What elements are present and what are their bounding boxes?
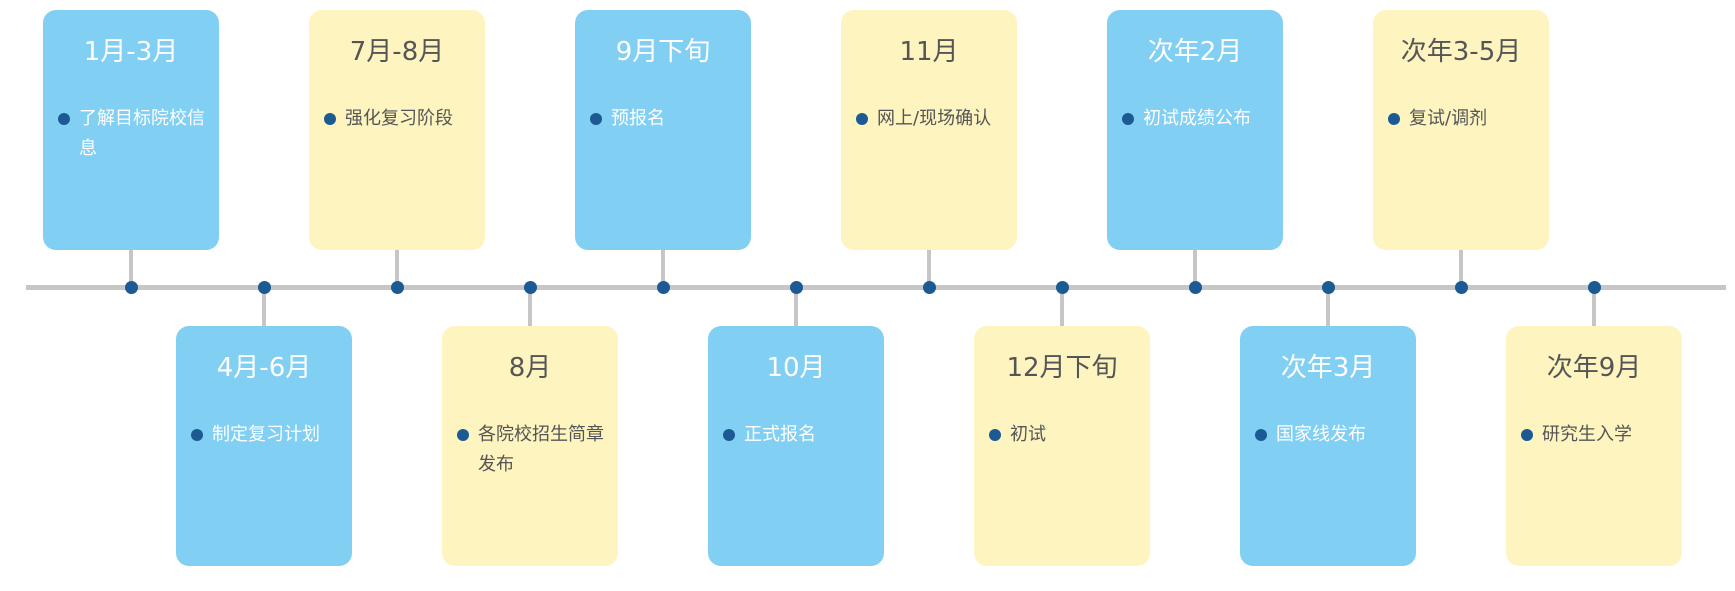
event-item: 复试/调剂 bbox=[1387, 104, 1541, 134]
timeline-axis bbox=[26, 285, 1726, 290]
event-item-text: 复试/调剂 bbox=[1409, 108, 1488, 129]
event-item-text: 初试成绩公布 bbox=[1143, 108, 1251, 129]
bullet-icon bbox=[1255, 429, 1267, 441]
bullet-icon bbox=[1521, 429, 1533, 441]
event-item: 初试 bbox=[988, 420, 1142, 450]
event-title: 9月下旬 bbox=[615, 37, 711, 67]
bullet-icon bbox=[590, 113, 602, 125]
timeline-dot bbox=[656, 280, 670, 294]
event-item: 预报名 bbox=[589, 104, 743, 134]
event-item: 初试成绩公布 bbox=[1121, 104, 1275, 134]
timeline-dot bbox=[922, 280, 936, 294]
bullet-icon bbox=[324, 113, 336, 125]
event-card: 次年2月初试成绩公布 bbox=[1107, 10, 1283, 250]
event-connector bbox=[661, 250, 665, 287]
event-item-text: 正式报名 bbox=[744, 424, 816, 445]
timeline-dot bbox=[1454, 280, 1468, 294]
bullet-icon bbox=[191, 429, 203, 441]
timeline-dot bbox=[1321, 280, 1335, 294]
event-connector bbox=[1326, 287, 1330, 326]
event-item-text: 国家线发布 bbox=[1276, 424, 1366, 445]
event-item-text: 制定复习计划 bbox=[212, 424, 320, 445]
event-title: 10月 bbox=[766, 353, 826, 383]
event-item-list: 网上/现场确认 bbox=[855, 104, 1009, 134]
event-item-text: 研究生入学 bbox=[1542, 424, 1632, 445]
event-item-list: 初试 bbox=[988, 420, 1142, 450]
event-item-list: 复试/调剂 bbox=[1387, 104, 1541, 134]
event-title: 8月 bbox=[508, 353, 552, 383]
event-card: 11月网上/现场确认 bbox=[841, 10, 1017, 250]
event-item-text: 强化复习阶段 bbox=[345, 108, 453, 129]
event-item: 了解目标院校信息 bbox=[57, 104, 211, 164]
event-connector bbox=[794, 287, 798, 326]
event-item-text: 网上/现场确认 bbox=[877, 108, 992, 129]
event-card: 1月-3月了解目标院校信息 bbox=[43, 10, 219, 250]
event-connector bbox=[1193, 250, 1197, 287]
event-item: 各院校招生简章发布 bbox=[456, 420, 610, 480]
event-connector bbox=[1459, 250, 1463, 287]
event-connector bbox=[395, 250, 399, 287]
event-title: 次年3-5月 bbox=[1400, 37, 1522, 67]
event-card: 次年3月国家线发布 bbox=[1240, 326, 1416, 566]
event-card: 10月正式报名 bbox=[708, 326, 884, 566]
event-title: 次年3月 bbox=[1280, 353, 1376, 383]
event-card: 7月-8月强化复习阶段 bbox=[309, 10, 485, 250]
timeline-dot bbox=[523, 280, 537, 294]
event-card: 次年3-5月复试/调剂 bbox=[1373, 10, 1549, 250]
timeline-dot bbox=[124, 280, 138, 294]
event-item: 网上/现场确认 bbox=[855, 104, 1009, 134]
event-item-list: 了解目标院校信息 bbox=[57, 104, 211, 164]
timeline-dot bbox=[789, 280, 803, 294]
bullet-icon bbox=[1388, 113, 1400, 125]
event-card: 9月下旬预报名 bbox=[575, 10, 751, 250]
event-item-list: 各院校招生简章发布 bbox=[456, 420, 610, 480]
timeline-dot bbox=[390, 280, 404, 294]
event-card: 4月-6月制定复习计划 bbox=[176, 326, 352, 566]
event-card: 次年9月研究生入学 bbox=[1506, 326, 1682, 566]
event-item-list: 初试成绩公布 bbox=[1121, 104, 1275, 134]
event-connector bbox=[129, 250, 133, 287]
event-title: 1月-3月 bbox=[83, 37, 179, 67]
timeline-dot bbox=[1587, 280, 1601, 294]
event-connector bbox=[262, 287, 266, 326]
event-item: 国家线发布 bbox=[1254, 420, 1408, 450]
event-title: 12月下旬 bbox=[1006, 353, 1118, 383]
event-item-list: 国家线发布 bbox=[1254, 420, 1408, 450]
event-item-text: 各院校招生简章发布 bbox=[478, 424, 604, 475]
event-title: 次年2月 bbox=[1147, 37, 1243, 67]
event-title: 次年9月 bbox=[1546, 353, 1642, 383]
event-title: 11月 bbox=[899, 37, 959, 67]
bullet-icon bbox=[856, 113, 868, 125]
event-connector bbox=[927, 250, 931, 287]
event-item: 强化复习阶段 bbox=[323, 104, 477, 134]
event-item-list: 正式报名 bbox=[722, 420, 876, 450]
timeline-dot bbox=[257, 280, 271, 294]
event-connector bbox=[528, 287, 532, 326]
event-item-text: 预报名 bbox=[611, 108, 665, 129]
event-item: 正式报名 bbox=[722, 420, 876, 450]
bullet-icon bbox=[989, 429, 1001, 441]
event-title: 7月-8月 bbox=[349, 37, 445, 67]
event-title: 4月-6月 bbox=[216, 353, 312, 383]
event-item: 研究生入学 bbox=[1520, 420, 1674, 450]
bullet-icon bbox=[457, 429, 469, 441]
bullet-icon bbox=[58, 113, 70, 125]
event-item-text: 了解目标院校信息 bbox=[79, 108, 205, 159]
event-item-list: 制定复习计划 bbox=[190, 420, 344, 450]
event-item-text: 初试 bbox=[1010, 424, 1046, 445]
event-card: 8月各院校招生简章发布 bbox=[442, 326, 618, 566]
event-connector bbox=[1592, 287, 1596, 326]
bullet-icon bbox=[723, 429, 735, 441]
event-item-list: 研究生入学 bbox=[1520, 420, 1674, 450]
timeline-dot bbox=[1055, 280, 1069, 294]
event-item-list: 预报名 bbox=[589, 104, 743, 134]
bullet-icon bbox=[1122, 113, 1134, 125]
event-connector bbox=[1060, 287, 1064, 326]
event-item-list: 强化复习阶段 bbox=[323, 104, 477, 134]
timeline-dot bbox=[1188, 280, 1202, 294]
event-item: 制定复习计划 bbox=[190, 420, 344, 450]
event-card: 12月下旬初试 bbox=[974, 326, 1150, 566]
